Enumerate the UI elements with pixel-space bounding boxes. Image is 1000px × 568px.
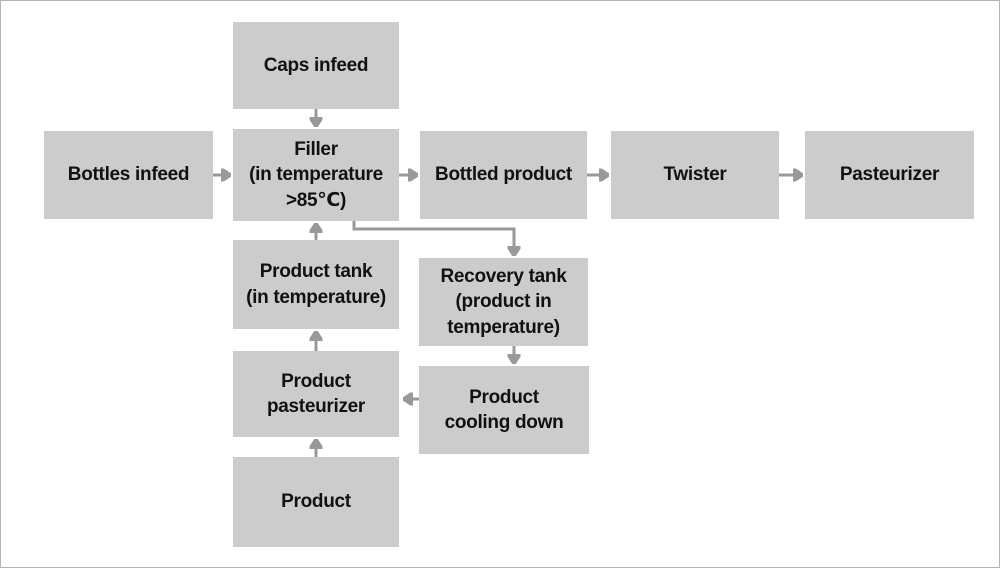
node-filler: Filler (in temperature >85℃) bbox=[233, 129, 399, 221]
node-product-cooling-down: Product cooling down bbox=[419, 366, 589, 454]
node-caps-infeed: Caps infeed bbox=[233, 22, 399, 109]
node-product-label: Product bbox=[281, 491, 351, 513]
node-bottles-infeed: Bottles infeed bbox=[44, 131, 213, 219]
node-pasteurizer: Pasteurizer bbox=[805, 131, 974, 219]
node-bottles-infeed-label: Bottles infeed bbox=[67, 164, 190, 186]
node-filler-label: Filler (in temperature >85℃) bbox=[249, 139, 383, 211]
node-product-tank: Product tank (in temperature) bbox=[233, 240, 399, 329]
node-twister: Twister bbox=[611, 131, 779, 219]
node-recovery-tank-label: Recovery tank (product in temperature) bbox=[440, 266, 567, 338]
node-recovery-tank: Recovery tank (product in temperature) bbox=[419, 258, 588, 346]
node-bottled-product: Bottled product bbox=[420, 131, 587, 219]
node-product-cooling-down-label: Product cooling down bbox=[444, 386, 564, 433]
node-twister-label: Twister bbox=[663, 164, 727, 186]
node-product-pasteurizer-label: Product pasteurizer bbox=[266, 370, 366, 417]
node-product-pasteurizer: Product pasteurizer bbox=[233, 351, 399, 437]
arrow-filler-to-recovery-tank bbox=[352, 221, 514, 255]
node-pasteurizer-label: Pasteurizer bbox=[839, 164, 940, 186]
node-bottled-product-label: Bottled product bbox=[435, 164, 572, 186]
node-caps-infeed-label: Caps infeed bbox=[263, 54, 369, 76]
node-product: Product bbox=[233, 457, 399, 547]
node-product-tank-label: Product tank (in temperature) bbox=[246, 261, 386, 308]
